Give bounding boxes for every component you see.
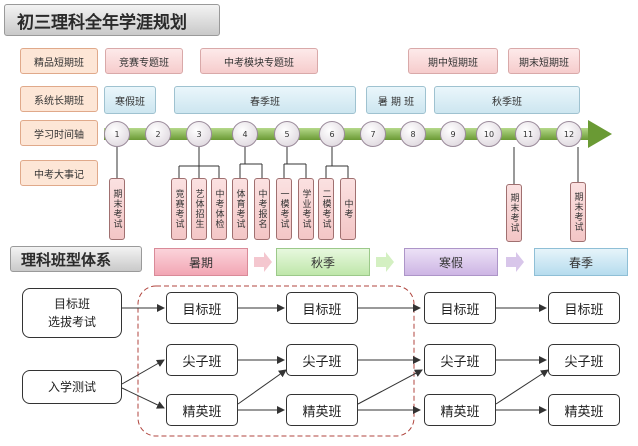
month-2: 2 xyxy=(145,121,171,147)
event-zhongkao: 中考 xyxy=(340,178,356,240)
event-pe-exam: 体育考试 xyxy=(232,178,248,240)
month-3: 3 xyxy=(186,121,212,147)
winter-sharp-class: 尖子班 xyxy=(424,344,496,376)
autumn-sharp-class: 尖子班 xyxy=(286,344,358,376)
event-health-check: 中考体检 xyxy=(211,178,227,240)
long-class-summer: 暑 期 班 xyxy=(366,86,426,114)
event-second-mock-exam: 二模考试 xyxy=(318,178,334,240)
winter-elite-class: 精英班 xyxy=(424,394,496,426)
autumn-target-class: 目标班 xyxy=(286,292,358,324)
phase-summer: 暑期 xyxy=(154,248,248,276)
spring-sharp-class: 尖子班 xyxy=(548,344,620,376)
month-11: 11 xyxy=(515,121,541,147)
long-class-winter: 寒假班 xyxy=(104,86,156,114)
timeline-bar xyxy=(104,128,592,140)
row-label-timeline: 学习时间轴 xyxy=(20,120,98,146)
month-10: 10 xyxy=(476,121,502,147)
month-6: 6 xyxy=(319,121,345,147)
event-final-exam-dec: 期末考试 xyxy=(570,182,586,242)
flow-arrows xyxy=(121,304,549,414)
event-registration: 中考报名 xyxy=(254,178,270,240)
target-class-label: 目标班 xyxy=(53,297,90,311)
month-7: 7 xyxy=(360,121,386,147)
short-class-final: 期末短期班 xyxy=(508,48,580,74)
spring-elite-class: 精英班 xyxy=(548,394,620,426)
summer-elite-class: 精英班 xyxy=(166,394,238,426)
event-connectors xyxy=(116,147,579,184)
month-1: 1 xyxy=(104,121,130,147)
event-academic-exam: 学业考试 xyxy=(298,178,314,240)
row-label-short-classes: 精品短期班 xyxy=(20,48,98,74)
section-title: 理科班型体系 xyxy=(10,246,142,272)
month-8: 8 xyxy=(400,121,426,147)
month-9: 9 xyxy=(440,121,466,147)
long-class-spring: 春季班 xyxy=(174,86,356,114)
target-selection-box: 目标班 选拔考试 xyxy=(22,288,122,338)
month-12: 12 xyxy=(556,121,582,147)
month-5: 5 xyxy=(274,121,300,147)
selection-exam-label: 选拔考试 xyxy=(47,315,96,329)
winter-target-class: 目标班 xyxy=(424,292,496,324)
phase-autumn: 秋季 xyxy=(276,248,370,276)
spring-target-class: 目标班 xyxy=(548,292,620,324)
timeline-arrowhead xyxy=(588,120,612,148)
autumn-elite-class: 精英班 xyxy=(286,394,358,426)
phase-winter: 寒假 xyxy=(404,248,498,276)
summer-sharp-class: 尖子班 xyxy=(166,344,238,376)
entrance-test-box: 入学测试 xyxy=(22,370,122,404)
month-4: 4 xyxy=(232,121,258,147)
event-art-sports-admission: 艺体招生 xyxy=(191,178,207,240)
row-label-events: 中考大事记 xyxy=(20,160,98,186)
long-class-autumn: 秋季班 xyxy=(434,86,580,114)
short-class-midterm: 期中短期班 xyxy=(408,48,498,74)
event-first-mock-exam: 一模考试 xyxy=(276,178,292,240)
summer-target-class: 目标班 xyxy=(166,292,238,324)
event-final-exam-jan: 期末考试 xyxy=(109,178,125,240)
summer-autumn-group xyxy=(137,285,415,437)
short-class-competition: 竞赛专题班 xyxy=(105,48,183,74)
row-label-long-classes: 系统长期班 xyxy=(20,86,98,112)
page-title: 初三理科全年学涯规划 xyxy=(4,4,220,36)
event-competition-exam: 竞赛考试 xyxy=(171,178,187,240)
phase-spring: 春季 xyxy=(534,248,628,276)
short-class-module: 中考模块专题班 xyxy=(200,48,318,74)
event-final-exam-nov: 期末考试 xyxy=(506,184,522,242)
